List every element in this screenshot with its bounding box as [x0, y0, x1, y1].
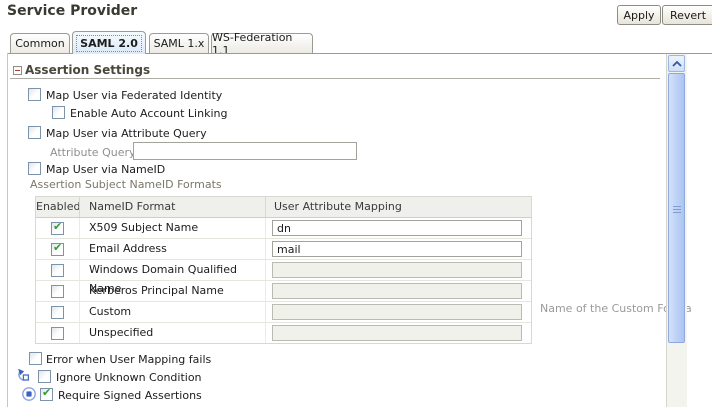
revert-button[interactable]: Revert — [662, 5, 712, 25]
attribute-query-label: Attribute Query — [50, 146, 136, 159]
enabled-checkbox[interactable] — [51, 284, 64, 298]
ignore-unknown-condition-checkbox[interactable] — [38, 370, 51, 383]
user-attribute-mapping-input — [272, 262, 522, 278]
custom-format-hint: Name of the Custom Forma — [540, 302, 692, 315]
table-row: Custom — [36, 302, 531, 323]
error-user-mapping-checkbox[interactable] — [29, 352, 42, 365]
enabled-checkbox[interactable] — [51, 305, 64, 319]
column-header-nameid-format: NameID Format — [79, 197, 265, 217]
tab-label: SAML 2.0 — [76, 34, 142, 52]
user-attribute-mapping-input[interactable] — [272, 220, 522, 236]
apply-button[interactable]: Apply — [617, 5, 661, 25]
table-row: X509 Subject Name — [36, 218, 531, 239]
scroll-up-button[interactable] — [668, 55, 685, 72]
attribute-query-input[interactable] — [133, 142, 357, 160]
tab-common[interactable]: Common — [10, 33, 70, 53]
enabled-checkbox[interactable] — [51, 263, 64, 277]
auto-account-linking-label: Enable Auto Account Linking — [70, 107, 228, 120]
map-attribute-query-checkbox[interactable] — [28, 126, 41, 139]
section-title: Assertion Settings — [25, 63, 151, 77]
error-user-mapping-label: Error when User Mapping fails — [46, 353, 212, 366]
nameid-format-label: Kerberos Principal Name — [79, 281, 265, 301]
auto-account-linking-checkbox[interactable] — [52, 106, 65, 119]
map-attribute-query-label: Map User via Attribute Query — [46, 127, 207, 140]
scrollbar-grip-icon — [673, 206, 681, 215]
map-federated-identity-label: Map User via Federated Identity — [46, 89, 223, 102]
user-attribute-mapping-input — [272, 304, 522, 320]
user-attribute-mapping-input — [272, 283, 522, 299]
tab-label: Common — [15, 37, 65, 50]
table-row: Email Address — [36, 239, 531, 260]
tab-divider — [8, 53, 712, 54]
changed-indicator-icon — [21, 386, 37, 402]
require-signed-assertions-checkbox[interactable] — [40, 386, 53, 401]
enabled-checkbox[interactable] — [51, 241, 64, 256]
tab-saml-2-0[interactable]: SAML 2.0 — [72, 31, 146, 54]
page-title: Service Provider — [7, 3, 138, 19]
user-attribute-mapping-input — [272, 325, 522, 341]
table-row: Kerberos Principal Name — [36, 281, 531, 302]
map-nameid-label: Map User via NameID — [46, 163, 166, 176]
user-attribute-mapping-input[interactable] — [272, 241, 522, 257]
panel-border — [7, 53, 8, 407]
vertical-scrollbar[interactable] — [666, 54, 687, 407]
refresh-required-icon — [15, 368, 31, 384]
chevron-up-icon — [671, 57, 682, 70]
nameid-format-label: Unspecified — [79, 323, 265, 343]
nameid-formats-caption: Assertion Subject NameID Formats — [30, 178, 222, 191]
section-rule — [10, 78, 660, 79]
nameid-format-label: Custom — [79, 302, 265, 322]
map-nameid-checkbox[interactable] — [28, 162, 41, 175]
minus-box-icon[interactable] — [13, 66, 22, 75]
require-signed-assertions-label: Require Signed Assertions — [58, 389, 202, 402]
tab-ws-federation[interactable]: WS-Federation 1.1 — [211, 31, 313, 57]
column-header-user-attribute-mapping: User Attribute Mapping — [265, 197, 531, 217]
nameid-format-label: Email Address — [79, 239, 265, 259]
table-header: Enabled NameID Format User Attribute Map… — [36, 197, 531, 218]
ignore-unknown-condition-label: Ignore Unknown Condition — [56, 371, 202, 384]
enabled-checkbox[interactable] — [51, 326, 64, 340]
map-federated-identity-checkbox[interactable] — [28, 88, 41, 101]
nameid-format-label: Windows Domain Qualified Name — [79, 260, 265, 295]
table-row: Unspecified — [36, 323, 531, 343]
table-row: Windows Domain Qualified Name — [36, 260, 531, 295]
tab-label: SAML 1.x — [153, 37, 205, 50]
nameid-formats-table: Enabled NameID Format User Attribute Map… — [35, 196, 532, 344]
column-header-enabled: Enabled — [36, 200, 81, 213]
nameid-format-label: X509 Subject Name — [79, 218, 265, 238]
tab-saml-1-x[interactable]: SAML 1.x — [149, 33, 209, 53]
scrollbar-thumb[interactable] — [668, 73, 685, 343]
enabled-checkbox[interactable] — [51, 220, 64, 235]
